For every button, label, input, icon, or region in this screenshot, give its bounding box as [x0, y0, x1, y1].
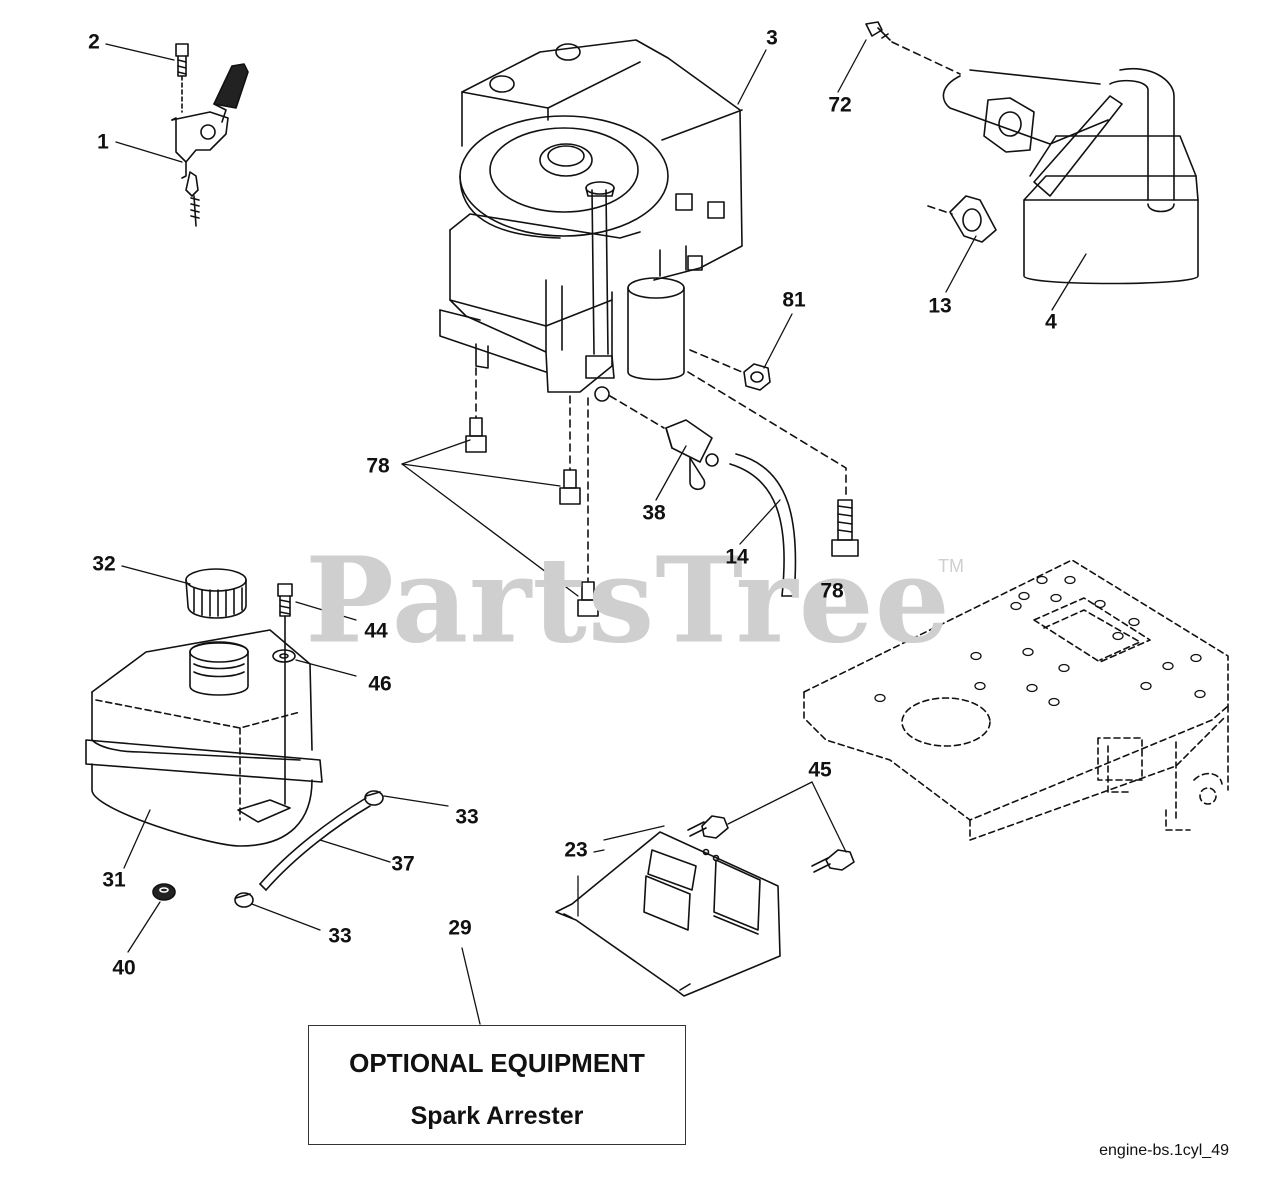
bolt-part-45	[687, 815, 855, 873]
callout-45: 45	[808, 758, 832, 782]
drain-hose-part	[729, 453, 797, 597]
callout-46: 46	[368, 672, 392, 696]
callout-3: 3	[766, 26, 778, 50]
callout-37: 37	[391, 852, 415, 876]
callout-2: 2	[88, 30, 100, 54]
callout-44: 44	[364, 619, 388, 643]
screw-part	[175, 43, 189, 113]
washer-part-46	[272, 649, 296, 663]
trademark-symbol: TM	[938, 556, 964, 576]
callout-31: 31	[102, 868, 126, 892]
callout-38: 38	[642, 501, 666, 525]
heat-shield-part	[555, 831, 781, 997]
callout-33-a: 33	[455, 805, 479, 829]
optional-equipment-heading: OPTIONAL EQUIPMENT	[349, 1048, 645, 1078]
gasket-part	[949, 195, 997, 243]
muffler-mount-lines	[891, 41, 961, 215]
callout-1: 1	[97, 130, 109, 154]
callout-29: 29	[448, 916, 472, 940]
callout-72: 72	[828, 93, 852, 117]
fuel-line-part	[259, 797, 371, 891]
callout-78-b: 78	[820, 579, 844, 603]
callout-14: 14	[725, 545, 749, 569]
muffler-part	[942, 67, 1199, 285]
drain-valve-part	[665, 419, 719, 491]
callout-4: 4	[1045, 310, 1057, 334]
fuel-tank-part	[85, 629, 323, 847]
fuel-cap-part	[185, 568, 247, 619]
grommet-part	[152, 883, 176, 901]
callout-23: 23	[564, 838, 588, 862]
callout-13: 13	[928, 294, 952, 318]
callout-leader-lines	[105, 39, 1087, 1025]
callout-81: 81	[782, 288, 806, 312]
callout-78-a: 78	[366, 454, 390, 478]
hose-clamp-part	[234, 790, 384, 908]
callout-32: 32	[92, 552, 116, 576]
engine-part	[439, 39, 743, 402]
optional-equipment-box: OPTIONAL EQUIPMENT Spark Arrester	[308, 1025, 686, 1145]
callout-33-b: 33	[328, 924, 352, 948]
screw-part-44	[277, 583, 293, 805]
nut-part-81	[743, 363, 771, 391]
bolt-part-78	[465, 417, 859, 617]
frame-holes	[874, 575, 1206, 707]
throttle-control-part	[171, 63, 249, 227]
tractor-frame-outline	[803, 559, 1229, 841]
engine-mount-lines	[475, 349, 847, 583]
screw-part-72	[865, 21, 891, 41]
watermark: PartsTree	[305, 530, 951, 670]
spark-arrester-label: Spark Arrester	[410, 1102, 584, 1130]
diagram-reference-id: engine-bs.1cyl_49	[1099, 1142, 1229, 1159]
callout-40: 40	[112, 956, 136, 980]
